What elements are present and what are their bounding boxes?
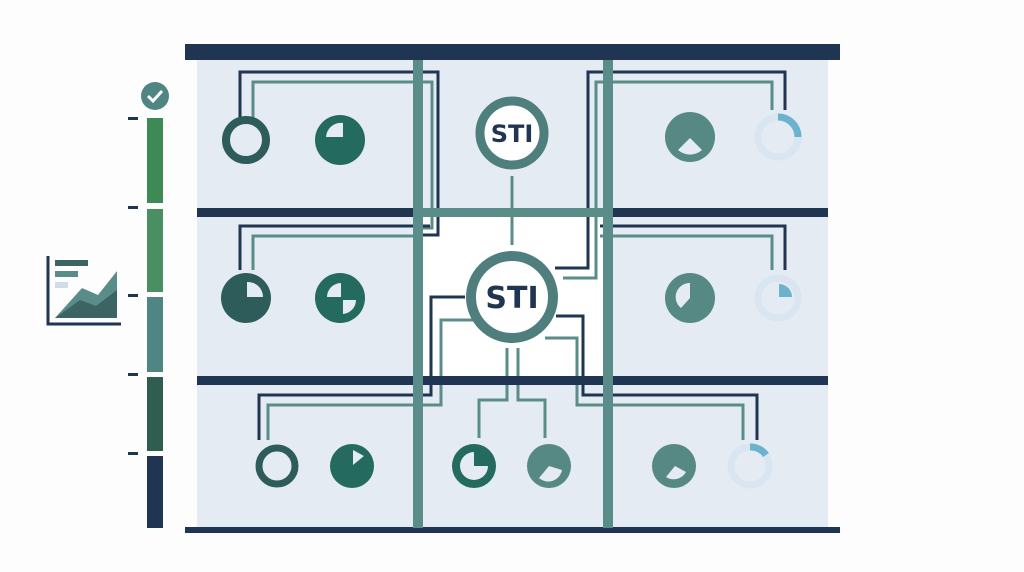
connector-r2-left-navy [238,224,430,270]
bottom-bar [185,527,840,533]
connectors [238,70,787,440]
pie-node [652,444,696,488]
connector-r2-left-teal [251,234,420,270]
connector-r2-right-teal [600,234,774,270]
scale-segment-2 [147,209,163,292]
pie-node [665,112,715,162]
connector-r2-right-navy [600,224,787,270]
status-scale [128,117,163,528]
pie-node [221,273,271,323]
connector-r3-right-teal [545,336,745,440]
sti-label: STI [491,120,534,148]
progress-ring-node [727,443,773,489]
scale-tick [128,206,138,209]
pie-node [330,444,374,488]
connector-r1-right-teal [563,80,774,280]
connector-r3-left-teal [266,318,475,440]
top-bar [185,44,840,60]
connector-r1-left-navy [238,70,440,237]
sti-label: STI [485,281,538,316]
column-bar-left [413,60,423,528]
connector-r1-right-navy [555,70,787,270]
scale-segment-5 [147,456,163,528]
pie-node [665,273,715,323]
pie-node [452,444,496,488]
pie-node [315,273,365,323]
scale-segment-3 [147,297,163,372]
sti-node-main: STI [466,251,558,343]
ring-node [222,116,270,164]
scale-tick [128,294,138,297]
scale-segment-1 [147,118,163,203]
column-bar-right [603,60,613,528]
ring-node [255,444,299,488]
pie-node [527,444,571,488]
area-chart-icon [46,256,121,326]
scale-tick [128,373,138,376]
scale-tick [128,117,138,120]
pie-node [315,115,365,165]
progress-ring-node [754,113,802,161]
progress-ring-node [754,274,802,322]
connector-r3-right-navy [556,314,759,440]
connector-r3-mid-a [477,348,509,438]
scale-tick [128,452,138,455]
divider-1-center [423,208,603,217]
connector-r3-left-navy [257,295,465,440]
connector-r3-mid-b [516,348,547,438]
divider-2 [197,376,828,385]
check-circle-icon [141,82,169,110]
connector-r1-left-teal [251,80,434,230]
scale-segment-4 [147,377,163,451]
sti-node-top: STI [475,96,549,170]
